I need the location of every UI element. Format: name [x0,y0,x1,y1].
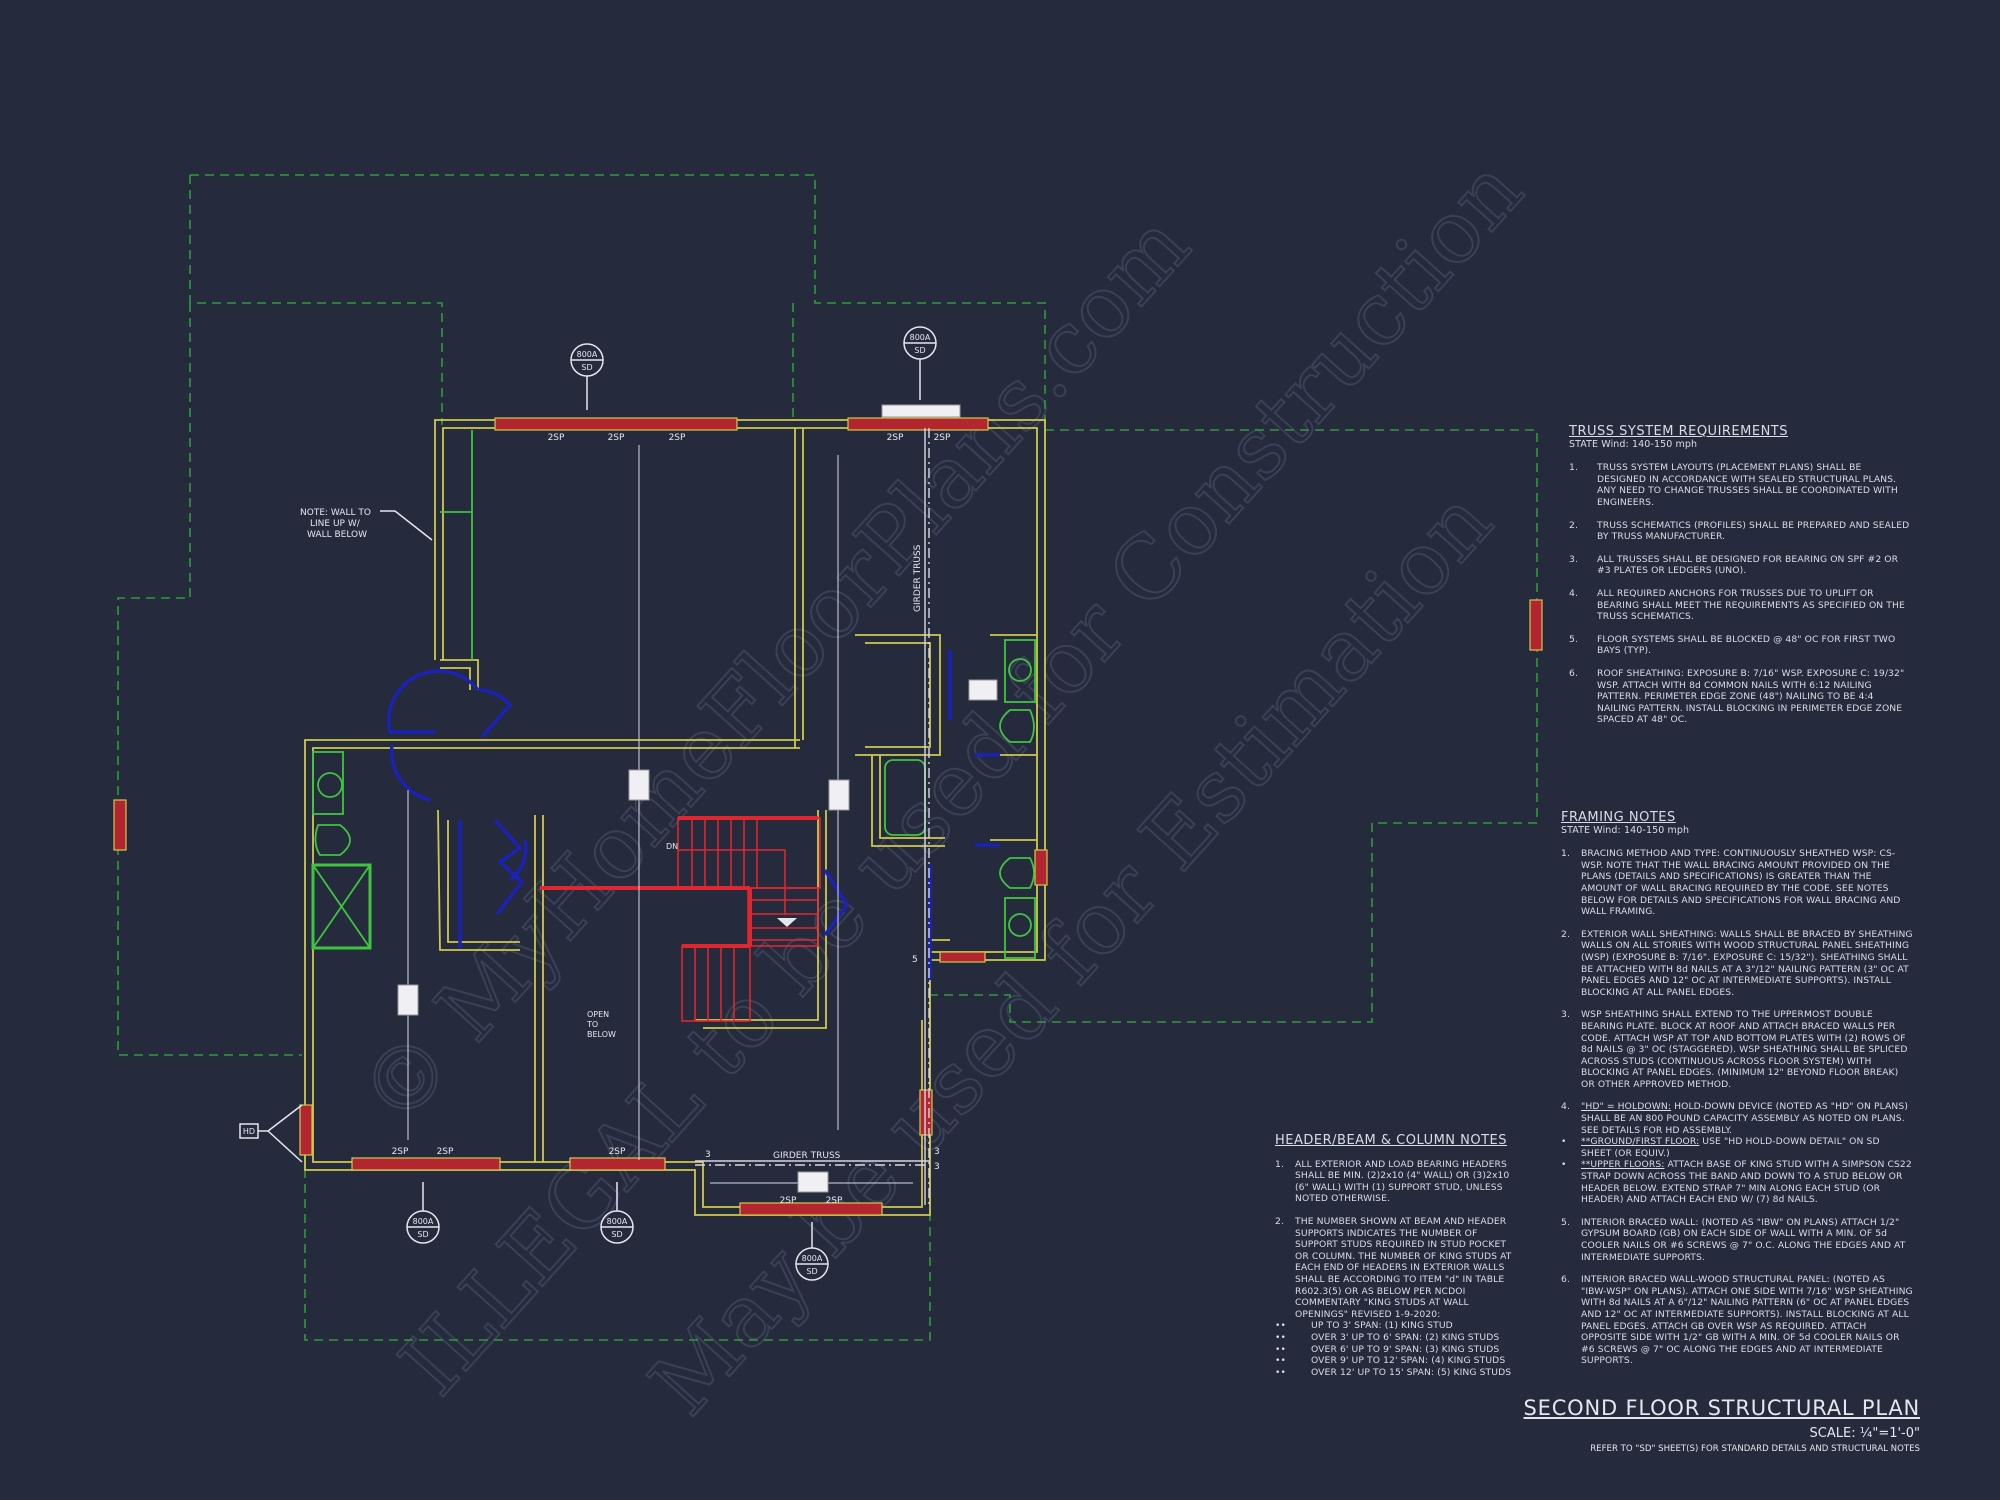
svg-text:2SP: 2SP [392,1147,409,1157]
sheet-scale: SCALE: ¼"=1'-0" [1809,1426,1920,1441]
svg-text:3: 3 [934,1147,940,1157]
svg-text:2SP: 2SP [608,433,625,443]
stair-direction-arrow [777,918,797,927]
framing-bullet: •**GROUND/FIRST FLOOR: USE "HD HOLD-DOWN… [1561,1136,1880,1159]
svg-text:2SP: 2SP [669,433,686,443]
open-below-line-3: BELOW [587,1030,616,1039]
wall-note-line-3: WALL BELOW [307,530,367,540]
girder-trusses [407,428,930,1205]
framing-note-item: 3.WSP SHEATHING SHALL EXTEND TO THE UPPE… [1561,1009,1908,1090]
wall-note-line-1: NOTE: WALL TO [300,508,371,518]
door-swings [387,650,1000,980]
girder-truss-label-vertical: GIRDER TRUSS [913,544,923,612]
truss-notes-subtitle: STATE Wind: 140-150 mph [1569,438,1698,450]
detail-tag-bottom-label: SD [581,363,592,372]
title-block: SECOND FLOOR STRUCTURAL PLAN SCALE: ¼"=1… [1524,1396,1920,1454]
king-stud-span-item: ••OVER 3' UP TO 6' SPAN: (2) KING STUDS [1275,1331,1500,1343]
wall-note-line-2: LINE UP W/ [310,519,361,529]
svg-text:2SP: 2SP [934,433,951,443]
framing-note-item: 6.INTERIOR BRACED WALL-WOOD STRUCTURAL P… [1561,1274,1913,1367]
walls [304,419,1046,1216]
roof-outline [117,174,1538,1341]
header-note-item: 2.THE NUMBER SHOWN AT BEAM AND HEADER SU… [1275,1215,1512,1320]
framing-notes-title: FRAMING NOTES [1561,810,1676,825]
svg-text:2SP: 2SP [609,1147,626,1157]
svg-text:2SP: 2SP [887,433,904,443]
svg-text:800A: 800A [910,333,931,342]
girder-truss-label-horizontal: GIRDER TRUSS [773,1151,841,1161]
plumbing-fixtures [311,430,1036,959]
span-labels [397,404,998,1193]
svg-text:2SP: 2SP [437,1147,454,1157]
sheet-title: SECOND FLOOR STRUCTURAL PLAN [1523,1396,1920,1420]
svg-text:3: 3 [934,1162,940,1172]
framing-note-item: 5.INTERIOR BRACED WALL: (NOTED AS "IBW" … [1561,1216,1906,1263]
svg-text:3: 3 [705,1150,711,1160]
svg-text:800A: 800A [802,1254,823,1263]
framing-notes: FRAMING NOTES STATE Wind: 140-150 mph 1.… [1561,810,1913,1378]
svg-text:2SP: 2SP [826,1196,843,1206]
framing-notes-subtitle: STATE Wind: 140-150 mph [1561,824,1690,836]
stairs [540,816,821,1022]
king-stud-span-item: ••OVER 6' UP TO 9' SPAN: (3) KING STUDS [1275,1343,1500,1355]
header-beam-column-notes: HEADER/BEAM & COLUMN NOTES 1.ALL EXTERIO… [1275,1133,1517,1378]
header-marks: 2SP 2SP 2SP 2SP 2SP 2SP 2SP 2SP 2SP 2SP [392,433,951,1206]
truss-note-item: 2.TRUSS SCHEMATICS (PROFILES) SHALL BE P… [1569,519,1910,543]
detail-tags [239,326,937,1281]
open-below-line-2: TO [586,1020,598,1029]
sheet-reference-note: REFER TO "SD" SHEET(S) FOR STANDARD DETA… [1590,1444,1920,1454]
open-below-line-1: OPEN [587,1010,609,1019]
svg-text:2SP: 2SP [548,433,565,443]
svg-text:SD: SD [417,1230,428,1239]
king-stud-span-item: ••OVER 9' UP TO 12' SPAN: (4) KING STUDS [1275,1355,1506,1367]
detail-tag-top-label: 800A [577,350,598,359]
headers [113,417,1543,1216]
framing-note-item: 2.EXTERIOR WALL SHEATHING: WALLS SHALL B… [1561,928,1913,998]
truss-note-item: 4.ALL REQUIRED ANCHORS FOR TRUSSES DUE T… [1569,587,1905,623]
holdown-label: HD [243,1127,255,1136]
header-notes-title: HEADER/BEAM & COLUMN NOTES [1275,1133,1508,1148]
svg-text:SD: SD [611,1230,622,1239]
framing-note-item: 4."HD" = HOLDOWN: HOLD-DOWN DEVICE (NOTE… [1561,1101,1909,1136]
svg-text:800A: 800A [413,1217,434,1226]
framing-note-item: 1.BRACING METHOD AND TYPE: CONTINUOUSLY … [1561,848,1901,918]
truss-note-item: 6.ROOF SHEATHING: EXPOSURE B: 7/16" WSP.… [1569,667,1905,726]
header-note-item: 1.ALL EXTERIOR AND LOAD BEARING HEADERS … [1275,1158,1510,1205]
truss-note-item: 1.TRUSS SYSTEM LAYOUTS (PLACEMENT PLANS)… [1569,462,1898,508]
svg-text:SD: SD [914,346,925,355]
svg-text:5: 5 [912,955,918,965]
truss-note-item: 5.FLOOR SYSTEMS SHALL BE BLOCKED @ 48" O… [1569,633,1896,657]
truss-notes-title: TRUSS SYSTEM REQUIREMENTS [1569,424,1788,439]
svg-text:800A: 800A [607,1217,628,1226]
svg-text:2SP: 2SP [780,1196,797,1206]
king-stud-span-item: ••OVER 12' UP TO 15' SPAN: (5) KING STUD… [1275,1366,1512,1378]
framing-bullet: •**UPPER FLOORS: ATTACH BASE OF KING STU… [1561,1159,1912,1206]
stair-dn-label: DN [666,842,678,851]
truss-note-item: 3.ALL TRUSSES SHALL BE DESIGNED FOR BEAR… [1569,553,1899,577]
svg-text:SD: SD [806,1267,817,1276]
truss-system-notes: TRUSS SYSTEM REQUIREMENTS STATE Wind: 14… [1569,424,1911,737]
king-stud-span-item: ••UP TO 3' SPAN: (1) KING STUD [1275,1320,1453,1332]
